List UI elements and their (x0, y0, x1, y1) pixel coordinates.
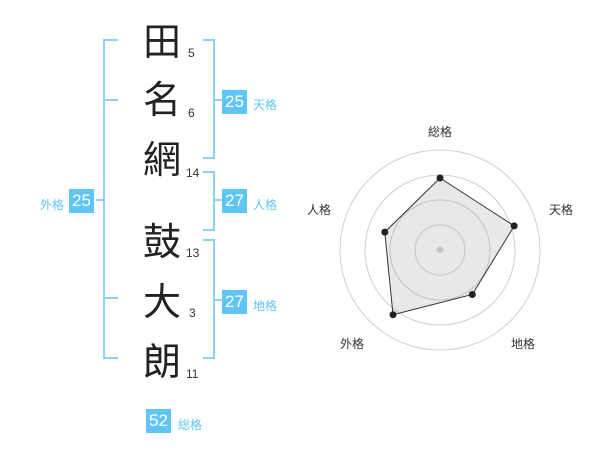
name-char-3: 網 (142, 138, 181, 182)
stroke-count-4: 13 (186, 246, 200, 260)
gaikaku-label: 外格 (40, 198, 65, 212)
jinkaku-label: 人格 (253, 198, 278, 212)
soukaku-label: 総格 (178, 418, 203, 432)
chikaku-label: 地格 (253, 299, 278, 313)
stroke-count-3: 14 (186, 166, 200, 180)
tenkaku-value-badge: 25 (222, 90, 247, 114)
name-char-2: 名 (142, 78, 181, 122)
jinkaku-value-badge: 27 (222, 189, 247, 213)
radar-ring (414, 224, 466, 276)
radar-center-dot (436, 246, 444, 254)
name-char-1: 田 (142, 20, 181, 64)
chikaku-value-badge: 27 (222, 290, 247, 314)
stroke-count-2: 6 (188, 106, 195, 120)
radar-label-chikaku: 地格 (511, 337, 536, 351)
stroke-count-6: 11 (186, 367, 199, 381)
radar-point-3 (468, 291, 476, 298)
gaikaku-value-badge: 25 (69, 189, 94, 213)
radar-label-gaikaku: 外格 (340, 337, 365, 351)
stroke-count-5: 3 (189, 306, 196, 320)
radar-label-jinkaku: 人格 (307, 203, 332, 217)
name-char-6: 朗 (142, 340, 181, 384)
radar-ring (339, 149, 541, 351)
radar-ring (389, 199, 491, 301)
radar-point-4 (389, 311, 397, 319)
name-char-5: 大 (142, 280, 181, 324)
soukaku-value-badge: 52 (146, 409, 171, 433)
radar-point-5 (381, 228, 389, 236)
radar-point-1 (436, 174, 444, 182)
stroke-count-1: 5 (188, 46, 195, 60)
radar-point-2 (510, 222, 518, 230)
name-char-4: 鼓 (142, 220, 181, 264)
radar-label-soukaku: 総格 (428, 125, 453, 139)
tenkaku-label: 天格 (253, 98, 278, 112)
radar-polygon (384, 177, 515, 316)
radar-label-tenkaku: 天格 (549, 203, 574, 217)
